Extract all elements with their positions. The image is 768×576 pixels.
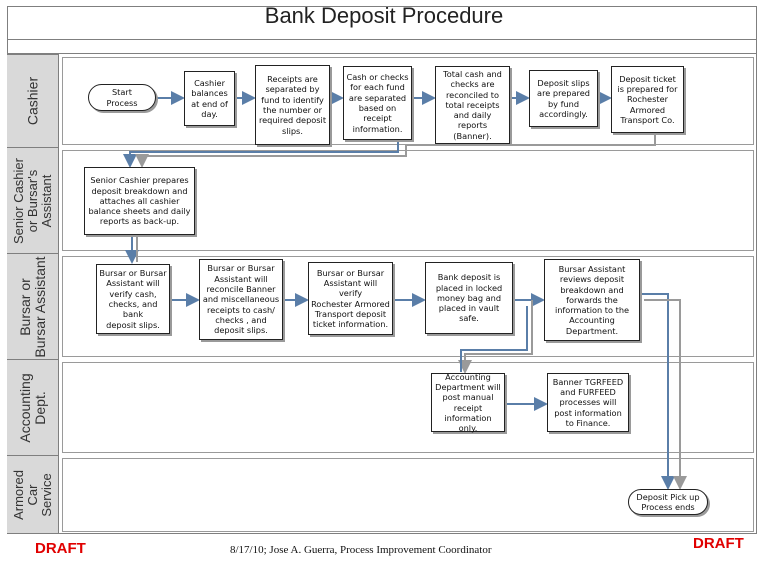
lane-header-cashier: Cashier [7,54,59,147]
step-cashier-balances: Cashier balances at end of day. [184,71,235,126]
lane-header-armored: Armored Car Service [7,455,59,534]
lane-body-armored [62,458,754,532]
end-process-terminator: Deposit Pick up Process ends [628,489,708,515]
lane-label-accounting: Accounting Dept. [16,372,48,443]
lane-label-bursar: Bursar or Bursar Assistant [16,255,48,358]
step-banner-feed: Banner TGRFEED and FURFEED processes wil… [547,373,629,432]
step-deposit-ticket: Deposit ticket is prepared for Rochester… [611,66,684,133]
step-reconcile-banner: Bursar or Bursar Assistant will reconcil… [199,259,283,340]
step-bank-deposit: Bank deposit is placed in locked money b… [425,262,513,334]
lane-body-bursar [62,256,754,357]
draft-stamp-bottom-right: DRAFT [693,535,744,552]
lane-header-accounting: Accounting Dept. [7,359,59,455]
step-senior-breakdown: Senior Cashier prepares deposit breakdow… [84,167,195,235]
title-bar [7,6,757,40]
step-verify-cash: Bursar or Bursar Assistant will verify c… [96,264,170,334]
lane-label-armored: Armored Car Service [10,469,54,520]
lane-body-accounting [62,362,754,453]
step-manual-post: Accounting Department will post manual r… [431,372,505,433]
start-process-terminator: Start Process [88,84,156,111]
step-deposit-slips: Deposit slips are prepared by fund accor… [529,70,598,127]
step-receipts-separated: Receipts are separated by fund to identi… [255,65,330,145]
draft-stamp-bottom-left: DRAFT [35,540,86,557]
lane-header-bursar: Bursar or Bursar Assistant [7,253,59,359]
diagram-title: Bank Deposit Procedure [264,3,504,28]
step-cash-checks-separated: Cash or checks for each fund are separat… [343,66,412,140]
header-strip [7,40,757,54]
footer-credit: 8/17/10; Jose A. Guerra, Process Improve… [230,544,492,556]
lane-label-senior-cashier: Senior Cashier or Bursar's Assistant [10,157,54,244]
step-verify-ticket: Bursar or Bursar Assistant will verify R… [308,262,393,335]
lane-label-cashier: Cashier [24,76,40,126]
step-reviews-forwards: Bursar Assistant reviews deposit breakdo… [544,259,640,341]
step-total-reconciled: Total cash and checks are reconciled to … [435,66,510,144]
lane-header-senior-cashier: Senior Cashier or Bursar's Assistant [7,147,59,253]
